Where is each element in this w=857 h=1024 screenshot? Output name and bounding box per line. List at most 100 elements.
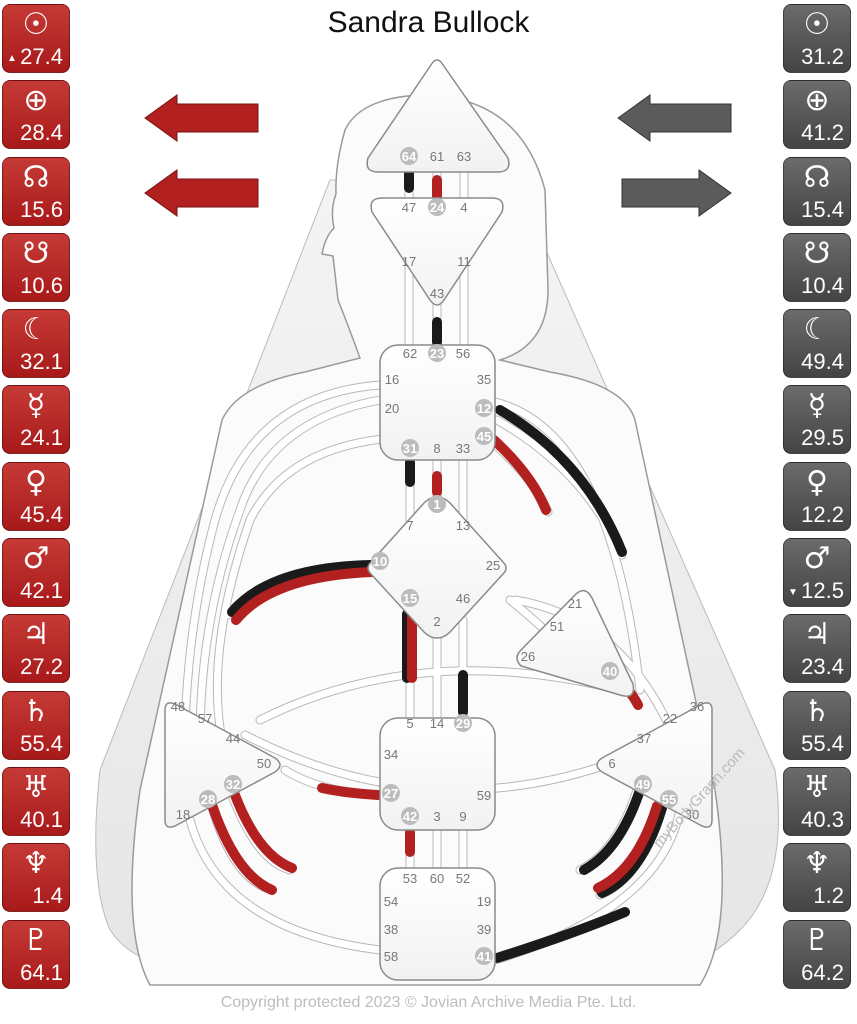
- gate-18: 18: [176, 807, 190, 822]
- personality-tile-jupiter[interactable]: ♃23.4: [783, 614, 851, 684]
- gate-badge-32: [224, 775, 242, 793]
- personality-value: 31.2: [801, 44, 844, 69]
- mercury-icon: ☿: [807, 388, 827, 424]
- neptune-icon: ♆: [22, 846, 50, 882]
- gate-58: 58: [384, 949, 398, 964]
- design-tile-saturn[interactable]: ♄55.4: [2, 690, 70, 760]
- personality-tile-earth[interactable]: ⊕41.2: [783, 80, 851, 150]
- gate-9: 9: [459, 809, 466, 824]
- design-tile-moon[interactable]: ☾32.1: [2, 309, 70, 379]
- mars-icon: ♂: [22, 541, 50, 577]
- personality-value: 40.3: [801, 806, 844, 832]
- gate-34: 34: [384, 747, 398, 762]
- design-value: 10.6: [20, 272, 63, 298]
- personality-tile-uranus[interactable]: ♅40.3: [783, 766, 851, 836]
- gate-48: 48: [171, 699, 185, 714]
- design-tile-venus[interactable]: ♀45.4: [2, 461, 70, 531]
- saturn-icon: ♄: [22, 693, 50, 729]
- personality-tile-mercury[interactable]: ☿29.5: [783, 385, 851, 455]
- neptune-icon: ♆: [803, 846, 831, 882]
- jupiter-icon: ♃: [22, 617, 50, 653]
- gate-44: 44: [226, 731, 240, 746]
- design-tile-uranus[interactable]: ♅40.1: [2, 766, 70, 836]
- gate-badge-1: [428, 495, 446, 513]
- gate-13: 13: [456, 518, 470, 533]
- page-title: Sandra Bullock: [327, 6, 530, 39]
- personality-tile-moon[interactable]: ☾49.4: [783, 309, 851, 379]
- personality-tile-neptune[interactable]: ♆1.2: [783, 843, 851, 913]
- gate-63: 63: [457, 149, 471, 164]
- sacral-center: [379, 717, 496, 831]
- design-tile-mercury[interactable]: ☿24.1: [2, 385, 70, 455]
- gate-36: 36: [690, 699, 704, 714]
- personality-value: 23.4: [801, 654, 844, 680]
- gate-52: 52: [456, 871, 470, 886]
- gate-3: 3: [433, 809, 440, 824]
- personality-tile-south-node[interactable]: ☋10.4: [783, 232, 851, 302]
- personality-tile-sun[interactable]: ☉31.2: [783, 4, 851, 73]
- gate-55: 55: [662, 792, 676, 807]
- gate-badge-31: [401, 439, 419, 457]
- gate-59: 59: [477, 788, 491, 803]
- design-tile-jupiter[interactable]: ♃27.2: [2, 614, 70, 684]
- gate-60: 60: [430, 871, 444, 886]
- gate-46: 46: [456, 591, 470, 606]
- personality-tile-pluto[interactable]: ♇64.2: [783, 919, 851, 989]
- sun-icon: ☉: [22, 7, 50, 42]
- gate-badge-10: [371, 552, 389, 570]
- gate-38: 38: [384, 922, 398, 937]
- activation-49: [579, 785, 645, 875]
- design-tile-pluto[interactable]: ♇64.1: [2, 919, 70, 989]
- pluto-icon: ♇: [803, 922, 831, 958]
- gate-29: 29: [456, 716, 470, 731]
- gate-7: 7: [406, 518, 413, 533]
- gate-49: 49: [636, 777, 650, 792]
- design-tile-neptune[interactable]: ♆1.4: [2, 843, 70, 913]
- gate-62: 62: [403, 346, 417, 361]
- activation-41: [492, 907, 630, 963]
- gate-19: 19: [477, 894, 491, 909]
- gate-badge-29: [454, 714, 472, 732]
- design-value: 1.4: [32, 883, 63, 909]
- personality-tile-saturn[interactable]: ♄55.4: [783, 690, 851, 760]
- north-node-icon: ☊: [803, 159, 831, 195]
- personality-tile-mars[interactable]: ♂12.5▼: [783, 538, 851, 608]
- moon-icon: ☾: [803, 312, 831, 348]
- design-tile-south-node[interactable]: ☋10.6: [2, 232, 70, 302]
- activation-55-black: [597, 803, 667, 898]
- gate-39: 39: [477, 922, 491, 937]
- personality-tile-north-node[interactable]: ☊15.4: [783, 156, 851, 226]
- gate-57: 57: [198, 711, 212, 726]
- spleen-center: [164, 702, 281, 828]
- gate-64: 64: [402, 149, 417, 164]
- design-tile-mars[interactable]: ♂42.1: [2, 538, 70, 608]
- design-tile-north-node[interactable]: ☊15.6: [2, 156, 70, 226]
- design-value: 42.1: [20, 578, 63, 604]
- mercury-icon: ☿: [26, 388, 46, 424]
- gate-24: 24: [430, 200, 445, 215]
- activation-28: [207, 800, 277, 895]
- solar-plexus-center: [596, 702, 713, 828]
- design-tile-sun[interactable]: ☉27.4▲: [2, 4, 70, 73]
- gate-6: 6: [608, 756, 615, 771]
- design-value: 24.1: [20, 425, 63, 451]
- gate-32: 32: [226, 777, 240, 792]
- gate-badge-12: [475, 399, 493, 417]
- retro-marker-icon: ▼: [788, 587, 798, 599]
- gate-10: 10: [373, 554, 387, 569]
- design-value: 45.4: [20, 501, 63, 527]
- personality-value: 64.2: [801, 959, 844, 985]
- personality-tile-venus[interactable]: ♀12.2: [783, 461, 851, 531]
- gate-41: 41: [477, 949, 491, 964]
- personality-value: 10.4: [801, 272, 844, 298]
- design-column: ☉27.4▲⊕28.4☊15.6☋10.6☾32.1☿24.1♀45.4♂42.…: [2, 4, 72, 996]
- personality-arrow-bottom: [621, 169, 732, 217]
- design-tile-earth[interactable]: ⊕28.4: [2, 80, 70, 150]
- gate-26: 26: [521, 649, 535, 664]
- activation-12: [495, 405, 627, 557]
- gate-56: 56: [456, 346, 470, 361]
- gate-badge-24: [428, 198, 446, 216]
- design-arrow-top: [144, 94, 259, 142]
- uranus-icon: ♅: [22, 769, 50, 805]
